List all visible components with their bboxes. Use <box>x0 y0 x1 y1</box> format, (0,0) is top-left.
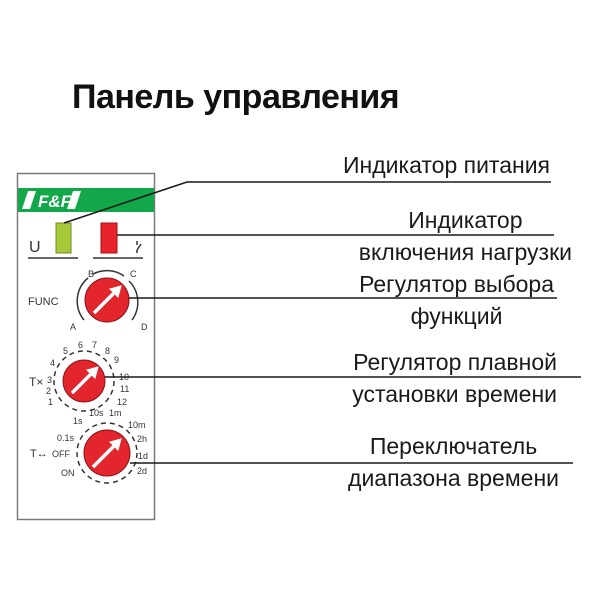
svg-text:0.1s: 0.1s <box>57 433 75 443</box>
time-range-scale: ON OFF 0.1s 1s 10s 1m 10m 2h 1d 2d <box>52 408 148 478</box>
time-range-label: T↔ <box>30 448 48 460</box>
device-panel <box>16 172 156 521</box>
svg-text:1m: 1m <box>109 408 122 418</box>
func-knob[interactable] <box>84 277 130 323</box>
arrow-icon <box>70 366 99 395</box>
svg-text:12: 12 <box>117 397 127 407</box>
page-title: Панель управления <box>72 78 400 116</box>
svg-text:6: 6 <box>78 340 83 350</box>
time-multiplier-label: T× <box>29 375 43 389</box>
callout-function-selector: Регулятор выбора функций <box>359 271 554 329</box>
callout-power-indicator: Индикатор питания <box>343 152 550 178</box>
svg-text:1: 1 <box>48 397 53 407</box>
load-led <box>100 222 118 254</box>
callout-time-adjuster: Регулятор плавной установки времени <box>352 349 557 407</box>
svg-text:10m: 10m <box>128 420 146 430</box>
func-pos-c: C <box>130 269 137 279</box>
svg-text:2h: 2h <box>137 434 147 444</box>
svg-text:1d: 1d <box>138 451 148 461</box>
func-pos-b: B <box>88 269 94 279</box>
power-symbol: U <box>29 239 41 256</box>
svg-text:5: 5 <box>63 346 68 356</box>
leader-lines <box>63 181 581 464</box>
callout-time-range-switch: Переключатель диапазона времени <box>348 433 559 491</box>
callout-load-indicator: Индикатор включения нагрузки <box>358 207 572 265</box>
arrow-icon <box>92 285 122 315</box>
func-pos-d: D <box>141 322 148 332</box>
svg-text:ON: ON <box>61 468 75 478</box>
arrow-icon <box>91 438 122 469</box>
time-multiplier-knob[interactable] <box>62 359 106 403</box>
svg-text:1s: 1s <box>73 416 83 426</box>
svg-text:11: 11 <box>120 384 129 394</box>
svg-text:9: 9 <box>114 355 119 365</box>
svg-text:F&F: F&F <box>38 192 72 211</box>
svg-text:3: 3 <box>47 375 52 385</box>
time-range-knob[interactable] <box>83 429 131 477</box>
svg-text:OFF: OFF <box>52 449 70 459</box>
svg-text:4: 4 <box>50 358 55 368</box>
ff-logo: F&F <box>22 191 81 211</box>
svg-text:2d: 2d <box>137 466 147 476</box>
svg-text:2: 2 <box>46 386 51 396</box>
svg-text:7: 7 <box>92 340 97 350</box>
svg-text:10s: 10s <box>89 408 104 418</box>
func-pos-a: A <box>70 322 76 332</box>
contact-symbol-icon <box>136 241 142 253</box>
svg-text:8: 8 <box>105 346 110 356</box>
func-label: FUNC <box>28 296 59 308</box>
power-led <box>55 222 72 254</box>
